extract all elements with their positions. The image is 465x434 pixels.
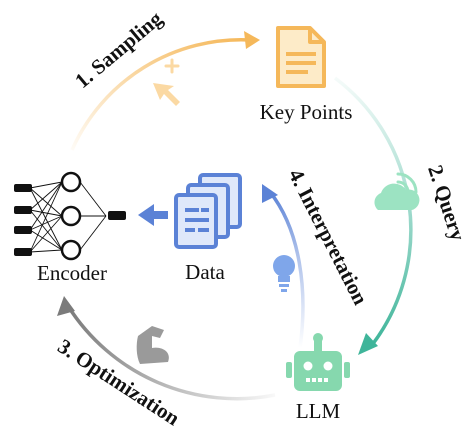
arc-interpretation [262,184,305,349]
robot-icon [286,333,350,391]
step-sampling-label: 1. Sampling [70,6,167,93]
arrowhead-optimization [57,296,75,316]
step-interpretation-label: 4. Interpretation [284,165,373,309]
key-points-node: Key Points [260,26,353,124]
encoder-node: Encoder [14,171,126,285]
encoder-input-nodes [14,184,32,256]
arc-sampling [70,31,260,151]
arrowhead-query [358,333,378,355]
key-points-label: Key Points [260,100,353,124]
llm-label: LLM [296,399,341,423]
lightbulb-icon [273,255,295,292]
arc-optimization [57,296,276,401]
arrowhead-sampling [244,31,260,49]
arrowhead-interpretation [262,184,278,203]
stacked-documents-icon [174,173,242,249]
muscle-arm-icon [136,326,169,364]
data-to-encoder-arrow [138,204,168,226]
encoder-label: Encoder [37,261,107,285]
encoder-output-node [108,211,126,220]
step-optimization-label: 3. Optimization [54,334,185,431]
data-node: Data [174,173,242,284]
step-query-label: 2. Query [423,162,465,244]
cloud-wifi-icon [374,172,420,210]
cursor-sparkle-icon [153,58,180,106]
neural-network-icon [29,181,107,253]
encoder-hidden-nodes [60,171,82,261]
document-icon [276,26,326,88]
data-label: Data [185,260,225,284]
llm-node: LLM [286,333,350,423]
